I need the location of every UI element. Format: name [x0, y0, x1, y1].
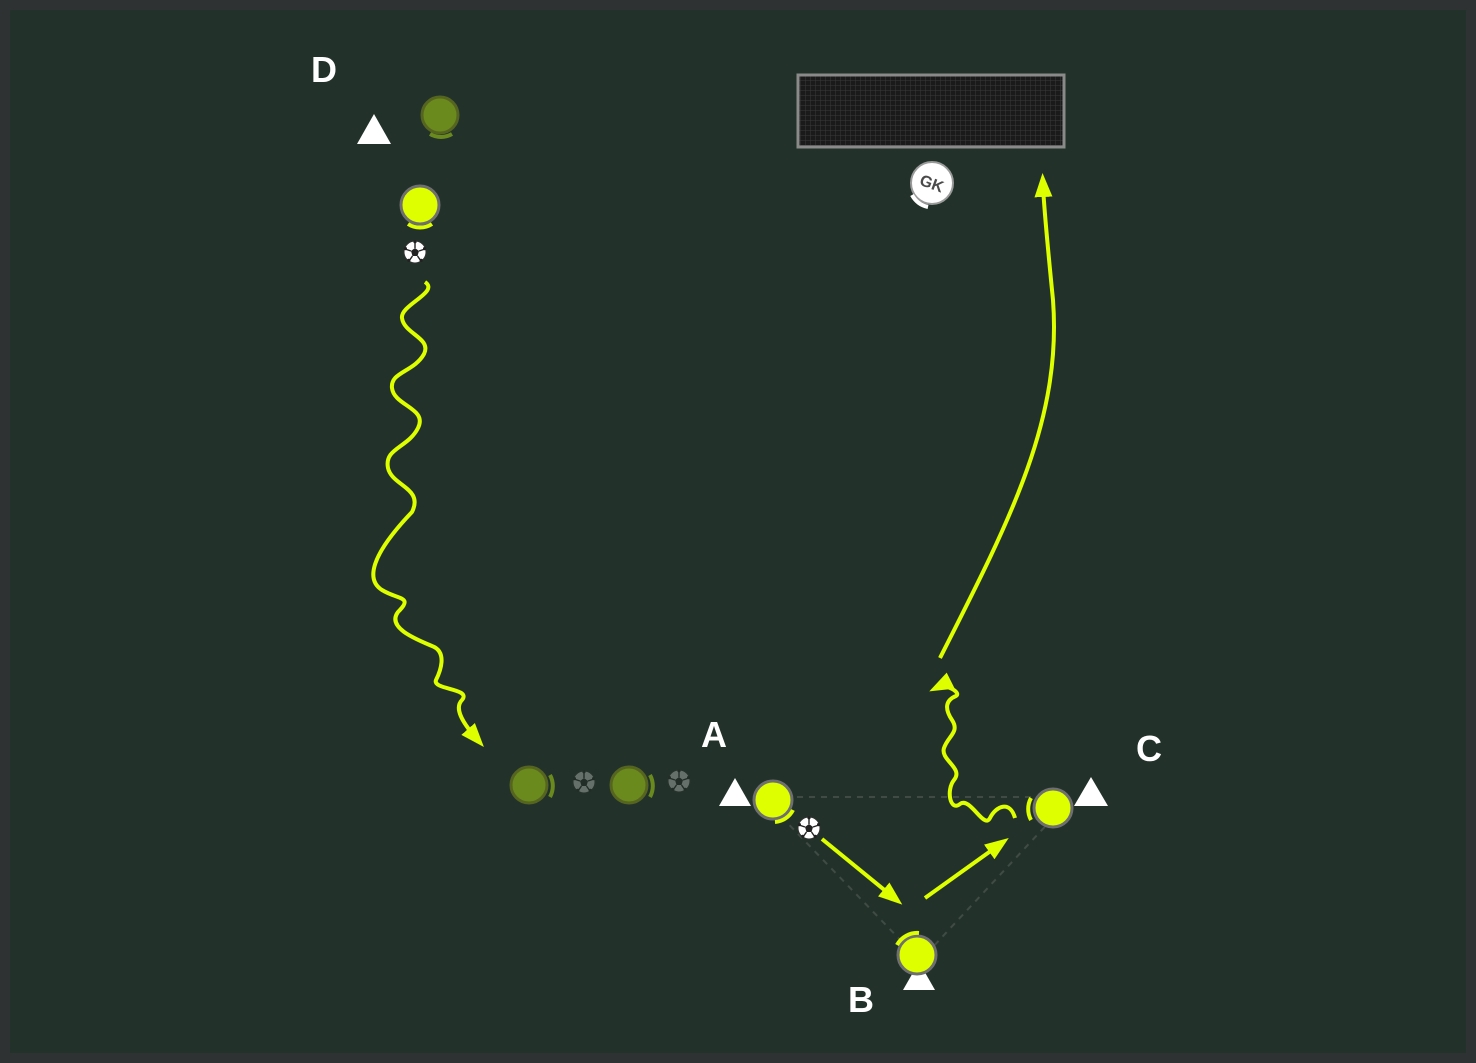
player-icon[interactable]	[1026, 787, 1074, 829]
player-icon[interactable]	[895, 930, 938, 976]
station-triangle	[772, 796, 1054, 951]
player-icon[interactable]	[420, 95, 460, 139]
station-label-c: C	[1136, 728, 1162, 769]
player-icon[interactable]	[399, 184, 441, 230]
pass-path-a-b	[820, 837, 903, 905]
cone-icon	[1074, 777, 1108, 806]
station-label-d: D	[311, 49, 337, 90]
goal-icon	[796, 73, 1066, 149]
station-label-b: B	[848, 979, 874, 1020]
dribble-path-c	[929, 672, 1017, 823]
station-label-a: A	[701, 714, 727, 755]
soccer-ball-icon	[667, 768, 691, 793]
goalkeeper[interactable]: GK	[910, 161, 954, 209]
dribble-path-d	[371, 280, 484, 748]
cone-icon	[903, 962, 935, 990]
pitch	[10, 10, 1466, 1053]
soccer-ball-icon	[572, 769, 596, 794]
pass-path-b-c	[923, 838, 1009, 900]
shot-path	[938, 173, 1056, 659]
player-icon[interactable]	[609, 765, 655, 805]
soccer-ball-icon	[403, 239, 427, 264]
cone-icon	[719, 778, 751, 806]
player-icon[interactable]	[509, 765, 555, 805]
soccer-ball-icon	[797, 815, 821, 840]
player-icon[interactable]	[752, 779, 795, 824]
cone-icon	[357, 114, 391, 144]
